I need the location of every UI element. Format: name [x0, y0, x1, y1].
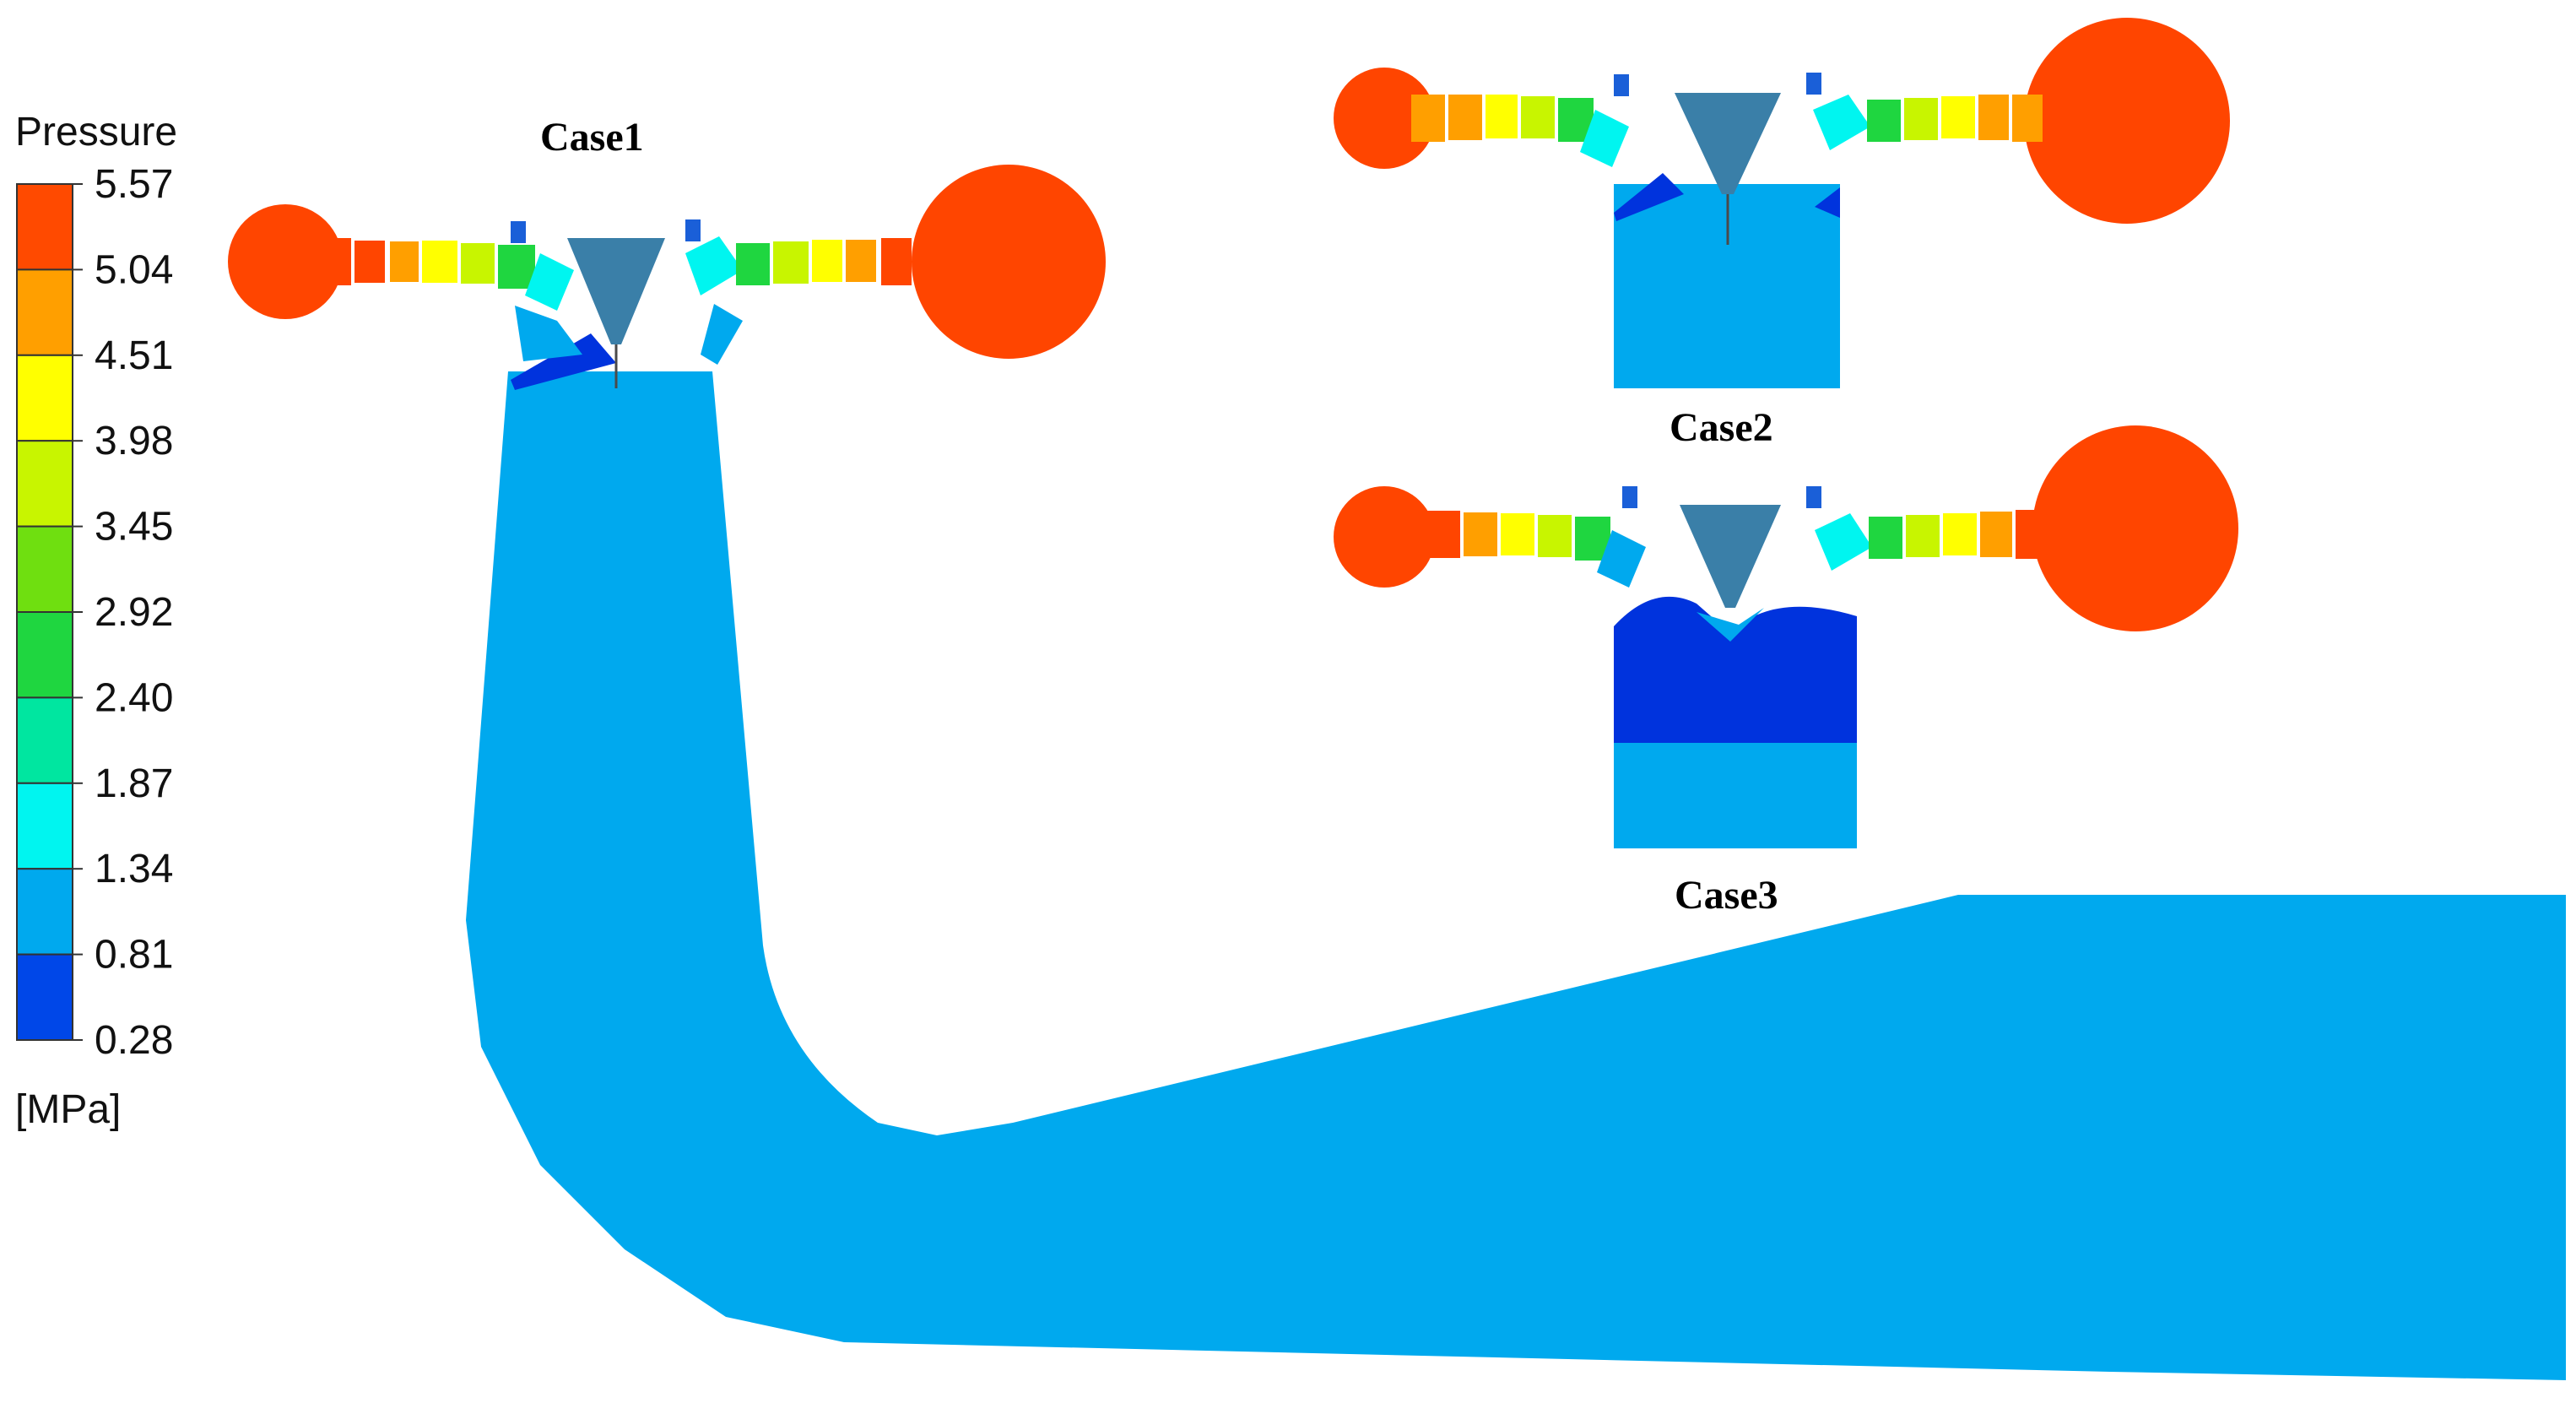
legend-band [16, 696, 73, 784]
legend-band [16, 268, 73, 356]
case3-contour [1334, 425, 2238, 848]
case3-left-inlet [1334, 486, 1435, 588]
case2-low-pressure-zone [1614, 173, 1684, 221]
case3-right-guide-vanes [1815, 510, 2049, 571]
legend-tick-label: 3.98 [95, 419, 173, 463]
case3-left-guide-vanes [1426, 511, 1646, 588]
case2-left-guide-vanes [1411, 95, 1629, 167]
case3-draft-tube [1614, 743, 1857, 848]
case3-low-pressure-zone [1614, 596, 1857, 743]
legend-tick-labels: 5.57 5.04 4.51 3.98 3.45 2.92 2.40 1.87 1.34 0.81… [73, 162, 173, 1063]
legend-band [16, 611, 73, 699]
case1-draft-tube [466, 371, 2566, 1380]
legend-band [16, 440, 73, 528]
case3-label: Case3 [1675, 873, 1778, 918]
legend-unit: [MPa] [15, 1087, 121, 1132]
case1-runner-cone [567, 238, 665, 344]
legend-band [16, 354, 73, 442]
case1-low-pressure-zone [511, 333, 616, 390]
case2-runner-cone [1675, 93, 1781, 194]
legend-title: Pressure [15, 110, 177, 154]
case2-label: Case2 [1670, 405, 1773, 450]
legend-tick-label: 5.04 [95, 247, 173, 292]
legend-band [16, 782, 73, 870]
legend-tick-label: 4.51 [95, 333, 173, 378]
case1-left-inlet [228, 204, 343, 319]
case3-right-inlet [2032, 425, 2238, 631]
case1-right-inlet [912, 165, 1106, 359]
legend-tick-label: 1.87 [95, 761, 173, 806]
legend-tick-label: 2.92 [95, 590, 173, 635]
case2-left-inlet [1334, 68, 1435, 169]
case2-right-guide-vanes [1813, 95, 2043, 150]
legend-tick-label: 1.34 [95, 847, 173, 891]
legend-band [16, 953, 73, 1041]
legend-tick-label: 0.81 [95, 933, 173, 978]
legend-band [16, 525, 73, 613]
legend-color-bar [16, 183, 73, 1041]
legend-tick-label: 0.28 [95, 1018, 173, 1063]
case1-contour [228, 165, 2566, 1380]
pressure-legend: Pressure 5.57 5.04 4.51 3.98 3.45 2.92 2.40 1.8… [15, 110, 177, 1132]
legend-tick-label: 2.40 [95, 675, 173, 720]
case3-runner-cone [1680, 505, 1781, 608]
case1-right-guide-vanes [685, 236, 950, 365]
case2-right-inlet [2024, 18, 2230, 224]
case2-draft-tube [1614, 184, 1840, 388]
legend-band [16, 868, 73, 956]
legend-tick-label: 5.57 [95, 162, 173, 207]
legend-band [16, 183, 73, 271]
case1-label: Case1 [540, 115, 644, 160]
case1-left-guide-vanes [314, 238, 582, 361]
case2-contour [1334, 18, 2230, 388]
legend-tick-label: 3.45 [95, 505, 173, 550]
